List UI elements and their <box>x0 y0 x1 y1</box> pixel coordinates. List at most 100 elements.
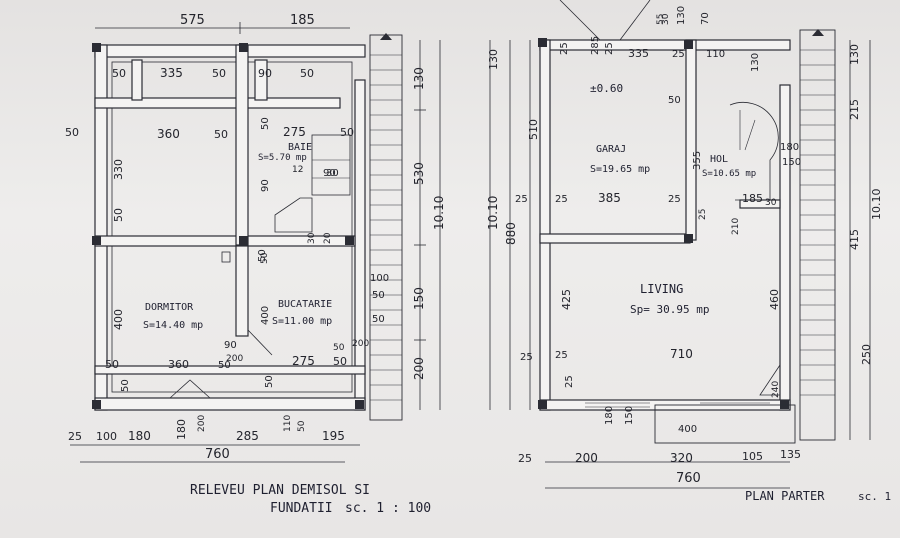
ground-title: PLAN PARTER <box>745 489 825 503</box>
room-hall-area: S=10.65 mp <box>702 169 756 179</box>
dim-inner: 130 <box>848 44 861 65</box>
dim-bottom: 25 <box>68 430 82 443</box>
room-garage-name: GARAJ <box>596 144 626 155</box>
dim-bottom: 200 <box>575 451 598 465</box>
dim-inner: 150 <box>624 406 635 425</box>
dim-inner: 50 <box>333 343 345 353</box>
dim-inner: 25 <box>555 350 568 361</box>
dim-bottom: 285 <box>236 429 259 443</box>
dim-inner: 50 <box>105 358 119 371</box>
dim-inner: 30 <box>326 168 339 179</box>
dim-inner: 200 <box>197 415 207 432</box>
dim-inner: 50 <box>120 379 131 392</box>
room-garage-area: S=19.65 mp <box>590 164 650 175</box>
dim-inner: 90 <box>323 168 336 179</box>
dim-bottom: 320 <box>670 451 693 465</box>
room-living-name: LIVING <box>640 282 683 296</box>
dim-inner: 215 <box>848 99 861 120</box>
dim-inner: 200 <box>226 354 243 364</box>
dim-inner: 50 <box>297 420 307 432</box>
dim-inner: 50 <box>260 117 271 130</box>
dim-bottom: 100 <box>96 430 117 443</box>
dim-inner: 415 <box>848 229 861 250</box>
dim-inner: 130 <box>750 53 761 72</box>
dim-inner: 335 <box>160 66 183 80</box>
dim-inner: 285 <box>590 36 601 55</box>
dim-inner: 50 <box>260 252 270 264</box>
dim-bottom: 25 <box>518 452 532 465</box>
total-width-basement: 760 <box>205 447 230 462</box>
dim-inner: 400 <box>112 309 125 330</box>
dim-inner: 50 <box>372 290 385 301</box>
dim-inner: 330 <box>112 159 125 180</box>
dim-inner: 10.10 <box>870 189 883 221</box>
basement-subtitle: FUNDATII <box>270 501 333 516</box>
dim-left: 25 <box>520 352 533 363</box>
dim-inner: 25 <box>604 42 615 55</box>
dim-inner: 275 <box>283 125 306 139</box>
dim-top-185: 185 <box>290 13 315 28</box>
ground-labels: ±0.60 GARAJ S=19.65 mp HOL S=10.65 mp LI… <box>486 6 900 503</box>
total-width-ground: 760 <box>676 471 701 486</box>
basement-title: RELEVEU PLAN DEMISOL SI <box>190 483 370 498</box>
dim-right: 150 <box>412 287 426 310</box>
ground-elevation: ±0.60 <box>590 82 623 95</box>
dim-inner: 90 <box>224 340 237 351</box>
dim-inner: 210 <box>731 218 741 235</box>
dim-inner: 335 <box>628 47 649 60</box>
dim-inner: 50 <box>264 375 275 388</box>
dim-inner: 25 <box>668 194 681 205</box>
dim-inner: 90 <box>258 67 272 80</box>
dim-inner: 50 <box>372 314 385 325</box>
dim-inner: 70 <box>700 12 711 25</box>
dim-inner: 400 <box>260 306 271 325</box>
dim-right: 200 <box>412 357 426 380</box>
dim-inner: 55 <box>656 14 666 25</box>
dim-top-575: 575 <box>180 13 205 28</box>
dim-inner: 50 <box>333 355 347 368</box>
dim-inner: 50 <box>112 208 125 222</box>
dim-inner: 20 <box>323 232 333 244</box>
dim-inner: 400 <box>678 424 697 435</box>
dim-inner: 25 <box>698 209 708 220</box>
dim-inner: 240 <box>771 381 781 398</box>
dim-inner: 50 <box>340 126 354 139</box>
total-height-basement: 10.10 <box>432 196 446 230</box>
dim-inner: 180 <box>604 406 615 425</box>
dim-bottom: 180 <box>175 419 188 440</box>
total-left: 10.10 <box>486 196 500 230</box>
dim-inner: 200 <box>352 339 369 349</box>
total-left: 880 <box>504 222 518 245</box>
room-hall-name: HOL <box>710 154 728 165</box>
dim-inner: 50 <box>218 360 231 371</box>
dim-inner: 360 <box>168 358 189 371</box>
dim-inner: 50 <box>65 126 79 139</box>
room-bath-area: S=5.70 mp <box>258 153 307 163</box>
dim-inner: 12 <box>292 165 303 175</box>
dim-inner: 460 <box>768 289 781 310</box>
dim-inner: 100 <box>370 273 389 284</box>
dim-inner: 185 <box>742 192 763 205</box>
dim-inner: 275 <box>292 354 315 368</box>
dim-inner: 30 <box>307 232 317 244</box>
dim-inner: 355 <box>692 151 703 170</box>
dim-inner: 50 <box>214 128 228 141</box>
dim-left: 25 <box>515 194 528 205</box>
dim-left: 130 <box>487 49 500 70</box>
dim-inner: 50 <box>257 249 268 262</box>
room-bedroom-name: DORMITOR <box>145 302 194 313</box>
dim-bottom: 105 <box>742 450 763 463</box>
dim-bottom: 135 <box>780 448 801 461</box>
room-kitchen-name: BUCATARIE <box>278 299 332 310</box>
dim-right: 130 <box>412 67 426 90</box>
dim-inner: 710 <box>670 347 693 361</box>
dim-inner: 150 <box>782 157 801 168</box>
dim-inner: 50 <box>212 67 226 80</box>
dim-inner: 385 <box>598 191 621 205</box>
dim-inner: 50 <box>300 67 314 80</box>
dim-inner: 250 <box>860 344 873 365</box>
dim-inner: 360 <box>157 127 180 141</box>
dim-inner: 110 <box>283 415 293 432</box>
